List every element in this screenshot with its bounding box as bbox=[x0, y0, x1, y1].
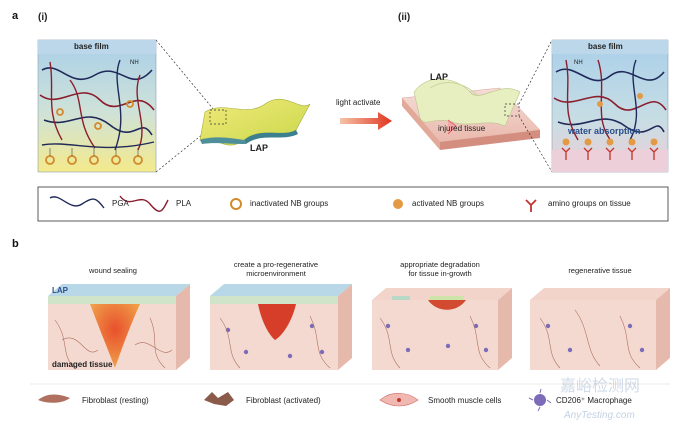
lap-on-tissue bbox=[401, 78, 541, 150]
base-film-left-label: base film bbox=[74, 42, 109, 51]
light-activate-label: light activate bbox=[336, 98, 381, 107]
panel-a-ii-label: (ii) bbox=[398, 12, 411, 23]
legend-fib-rest-label: Fibroblast (resting) bbox=[82, 396, 149, 405]
legend-pga-label: PGA bbox=[112, 199, 129, 208]
legend-fib-act-label: Fibroblast (activated) bbox=[246, 396, 321, 405]
block-wound-sealing bbox=[48, 284, 190, 370]
stage3-caption-line2: for tissue in-growth bbox=[408, 269, 472, 278]
stage1-caption: wound sealing bbox=[89, 266, 137, 275]
panel-a-letter: a bbox=[12, 10, 19, 22]
film-schematic-left bbox=[37, 39, 157, 173]
zoom-lines-left bbox=[155, 39, 215, 173]
legend-a bbox=[37, 186, 669, 222]
stage1-lap-label: LAP bbox=[52, 286, 68, 295]
panel-b-letter: b bbox=[12, 238, 19, 250]
legend-pla-label: PLA bbox=[176, 199, 192, 208]
legend-smc-label: Smooth muscle cells bbox=[428, 396, 502, 405]
lap-center-label: LAP bbox=[250, 143, 268, 153]
legend-amino-label: amino groups on tissue bbox=[548, 199, 631, 208]
legend-activated-label: activated NB groups bbox=[412, 199, 485, 208]
lap-film-center bbox=[199, 98, 311, 146]
legend-b-icons bbox=[38, 388, 552, 412]
base-film-right-label: base film bbox=[588, 42, 623, 51]
legend-macro-label: CD206⁺ Macrophage bbox=[556, 396, 632, 405]
legend-inactivated-label: inactivated NB groups bbox=[250, 199, 329, 208]
nh-left-label: NH bbox=[130, 60, 139, 66]
block-regenerative bbox=[530, 288, 670, 370]
watermark-en: AnyTesting.com bbox=[564, 410, 635, 421]
stage2-caption-line2: microenvironment bbox=[246, 269, 306, 278]
water-absorption-label: water absorption bbox=[568, 126, 641, 136]
zoom-lines-right bbox=[518, 39, 553, 173]
stage3-caption-line1: appropriate degradation bbox=[400, 260, 480, 269]
nh-right-label: NH bbox=[574, 60, 583, 66]
block-degradation bbox=[372, 288, 512, 370]
stage4-caption: regenerative tissue bbox=[568, 266, 632, 275]
stage2-caption-line1: create a pro-regenerative bbox=[233, 260, 319, 269]
block-microenvironment bbox=[210, 284, 352, 370]
injured-tissue-label: injured tissue bbox=[438, 124, 486, 133]
damaged-tissue-label: damaged tissue bbox=[52, 360, 113, 369]
activate-arrow bbox=[340, 112, 392, 130]
film-schematic-right bbox=[551, 39, 669, 173]
panel-a-i-label: (i) bbox=[38, 12, 48, 23]
lap-right-label: LAP bbox=[430, 72, 448, 82]
watermark-cn: 嘉峪检测网 bbox=[560, 376, 641, 395]
